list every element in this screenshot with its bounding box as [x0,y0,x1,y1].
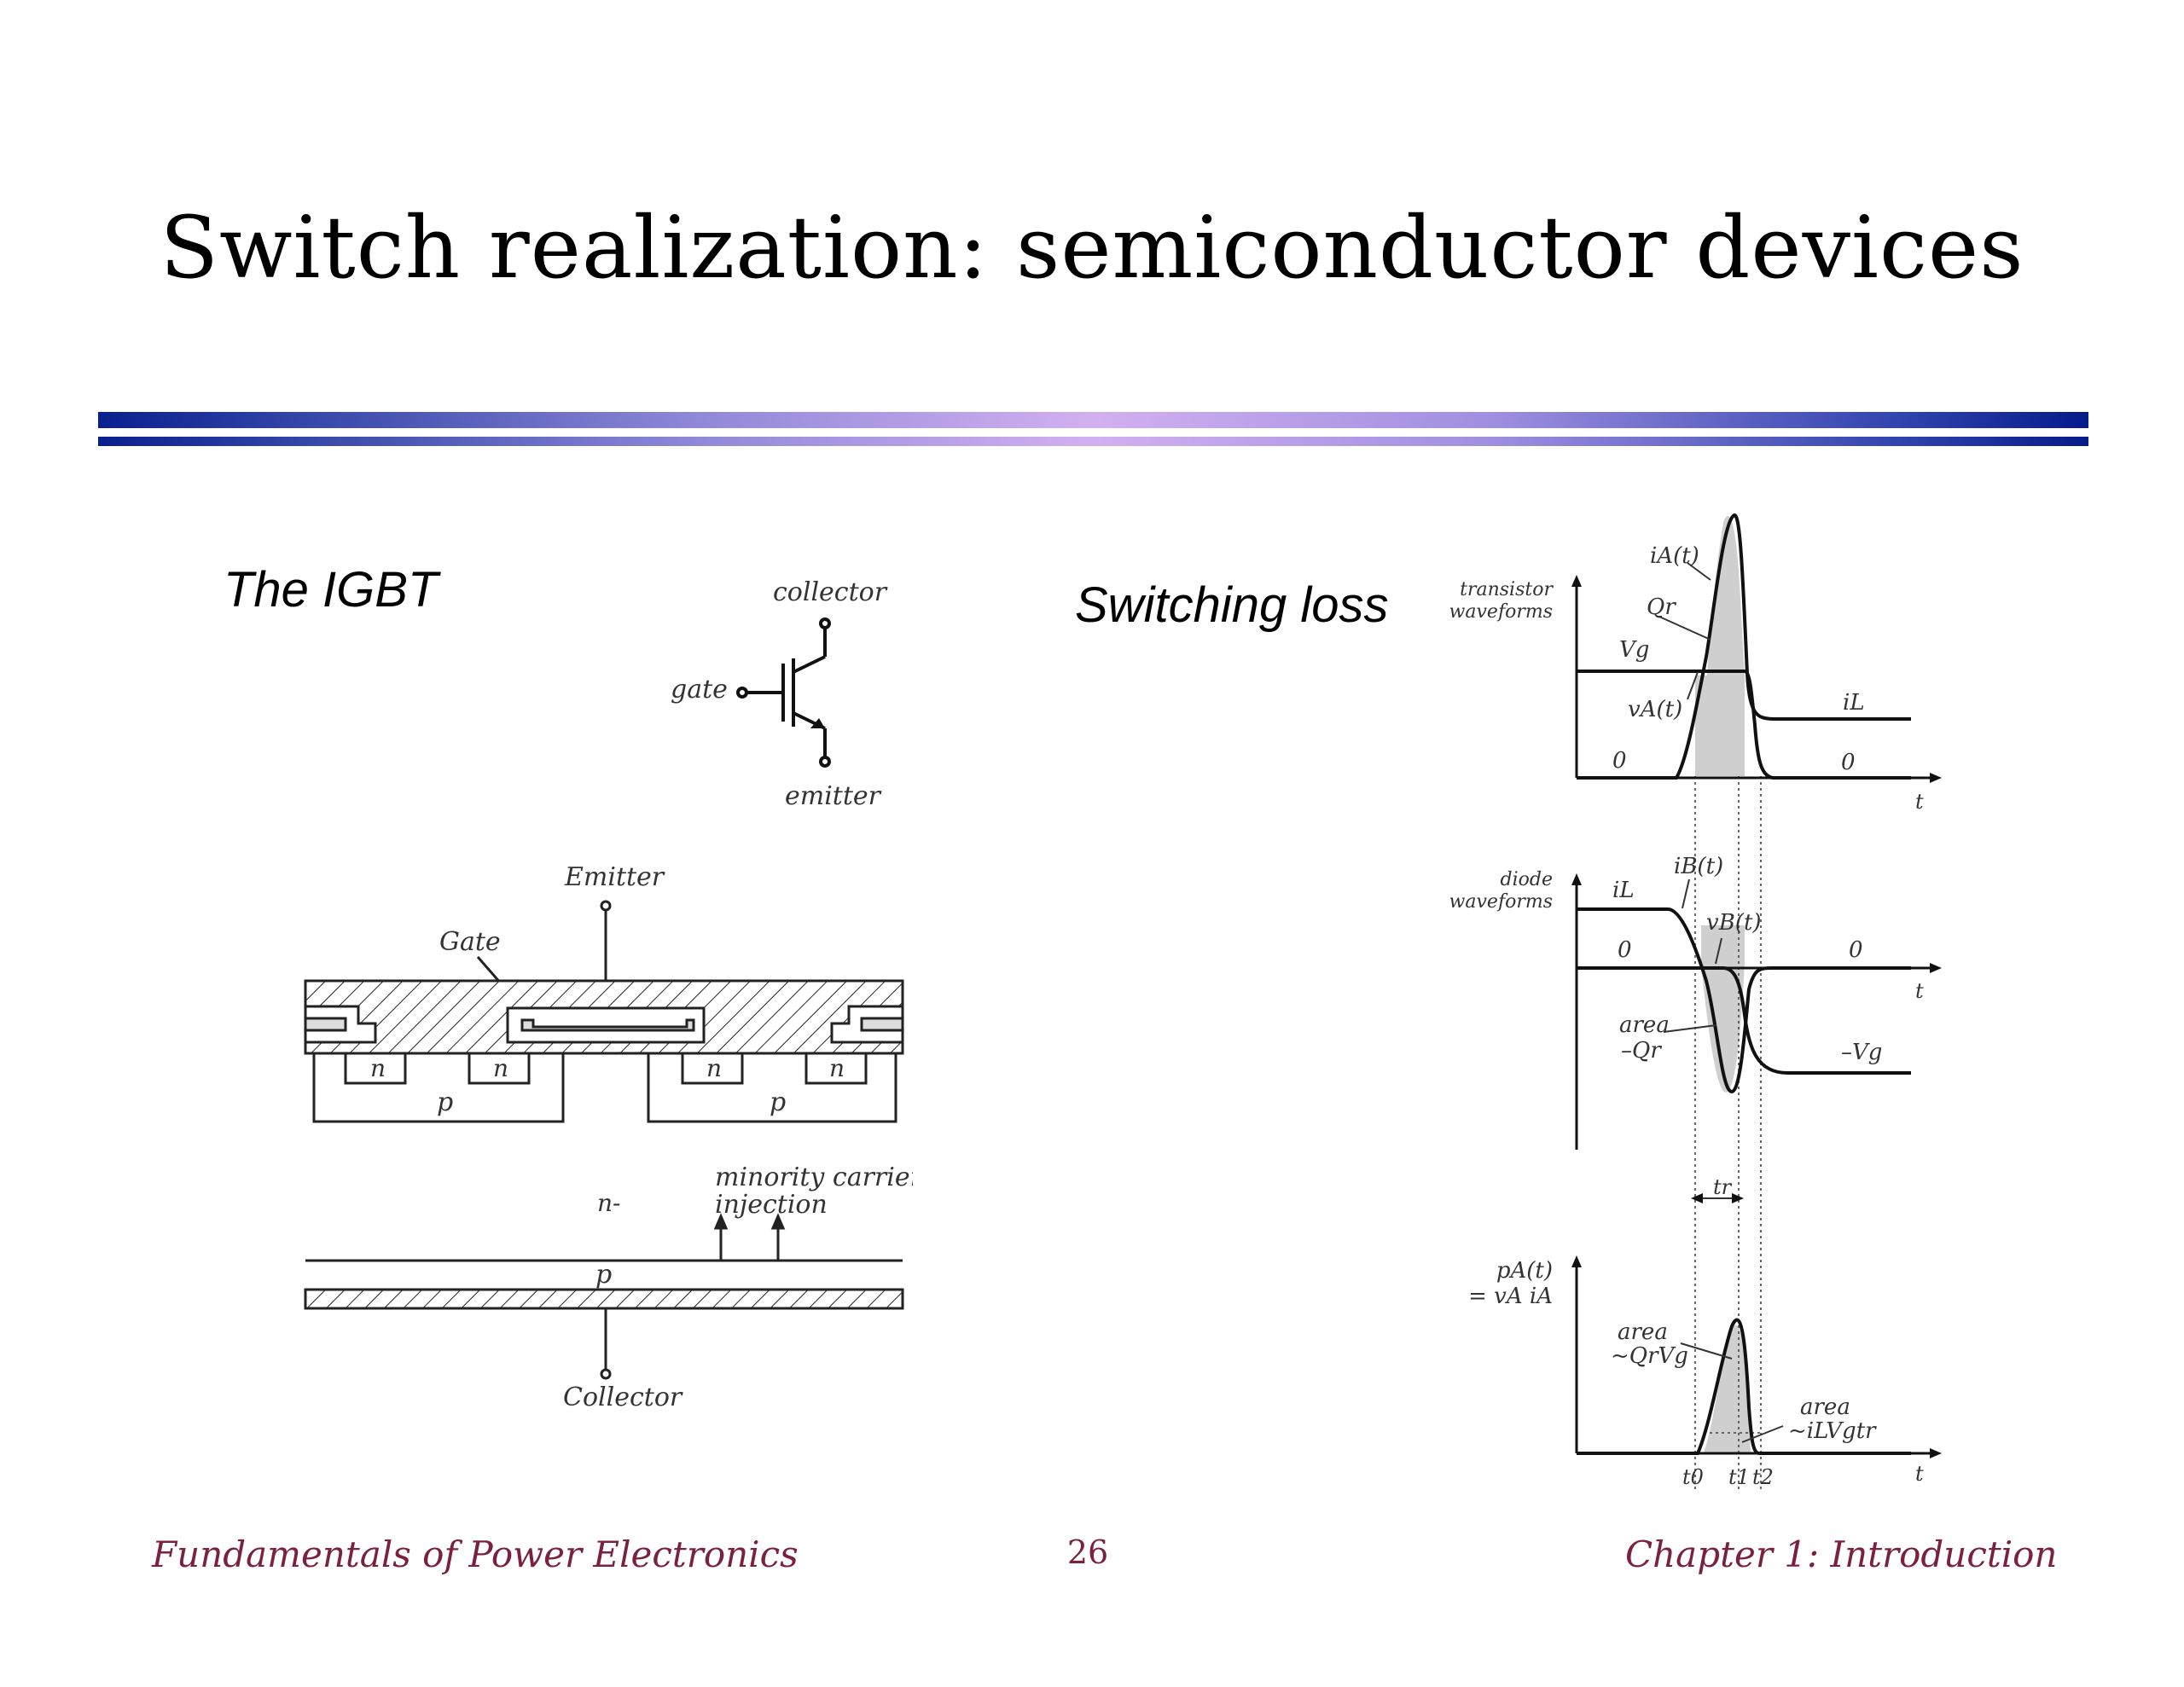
diode-waveforms-label: waveforms [1450,891,1553,913]
n-region-label: n [370,1054,386,1082]
n-region-label: n [706,1054,722,1082]
zero-diode-label: 0 [1618,937,1632,963]
switching-waveforms: transistor waveforms iA(t) Qr Vg vA(t) i… [1450,513,1942,1493]
area-qrvg-label: ~QrVg [1611,1343,1688,1369]
emitter-label: Emitter [564,862,665,892]
minus-vg-label: –Vg [1841,1040,1882,1065]
tr-label: tr [1713,1175,1733,1199]
t0-label: t0 [1682,1465,1704,1489]
va-label: vA(t) [1628,697,1682,722]
n-minus-label: n- [597,1189,621,1217]
p-region-label: p [770,1087,786,1117]
igbt-cross-section: Emitter Gate n n n n p p n- minority car… [304,862,913,1412]
area-label: area [1800,1394,1850,1420]
minority-carrier-label: minority carrier [715,1162,913,1192]
page-number: 26 [1066,1533,1109,1571]
t-axis-label: t [1915,1462,1924,1486]
injection-label: injection [715,1190,828,1220]
symbol-gate-label: gate [671,675,728,704]
ia-curve [1577,513,1911,780]
transistor-label: transistor [1460,579,1554,600]
area-ilvgtr-label: ~iLVgtr [1788,1418,1877,1444]
pa-formula-label: = vA iA [1468,1284,1553,1309]
pa-curve [1577,1318,1911,1455]
il-label: iL [1843,690,1865,716]
t-axis-label: t [1915,979,1924,1003]
qr-shaded-area [1695,515,1745,776]
ia-label: iA(t) [1650,543,1699,569]
t2-label: t2 [1752,1465,1774,1489]
symbol-emitter-label: emitter [785,781,882,811]
collector-label: Collector [563,1383,683,1412]
switching-loss-heading: Switching loss [1075,577,1389,633]
vb-label: vB(t) [1706,910,1762,936]
zero-diode-label: 0 [1849,937,1863,963]
ib-label: iB(t) [1674,854,1723,879]
waveforms-label: waveforms [1450,601,1553,623]
p-region-label: p [437,1087,453,1117]
va-curve [1577,670,1911,780]
t1-label: t1 [1728,1465,1750,1489]
t-axis-label: t [1915,790,1924,814]
slide-title: Switch realization: semiconductor device… [160,198,2024,298]
il-diode-label: iL [1612,878,1635,903]
gate-label: Gate [439,927,501,957]
area-label: area [1619,1012,1670,1038]
n-region-label: n [829,1054,845,1082]
vg-label: Vg [1619,637,1649,663]
ib-curve [1577,907,1911,1094]
n-region-label: n [493,1054,508,1082]
footer-chapter: Chapter 1: Introduction [1625,1533,2058,1575]
zero-label: 0 [1841,750,1856,775]
footer-book-title: Fundamentals of Power Electronics [152,1533,799,1575]
area-label: area [1618,1319,1668,1345]
zero-label: 0 [1612,748,1627,774]
igbt-symbol: collector gate emitter [671,577,888,811]
area-qr-label: –Qr [1621,1038,1662,1064]
title-divider-bar [98,412,2088,428]
diode-label: diode [1501,869,1553,890]
title-divider-bar-thin [98,437,2088,446]
symbol-collector-label: collector [773,577,888,607]
vb-curve [1577,966,1911,1075]
pa-label: pA(t) [1496,1258,1553,1284]
emitter-arrow-icon [810,718,825,728]
igbt-heading: The IGBT [224,562,439,617]
qr-label: Qr [1647,594,1676,620]
p-layer-label: p [595,1260,612,1290]
